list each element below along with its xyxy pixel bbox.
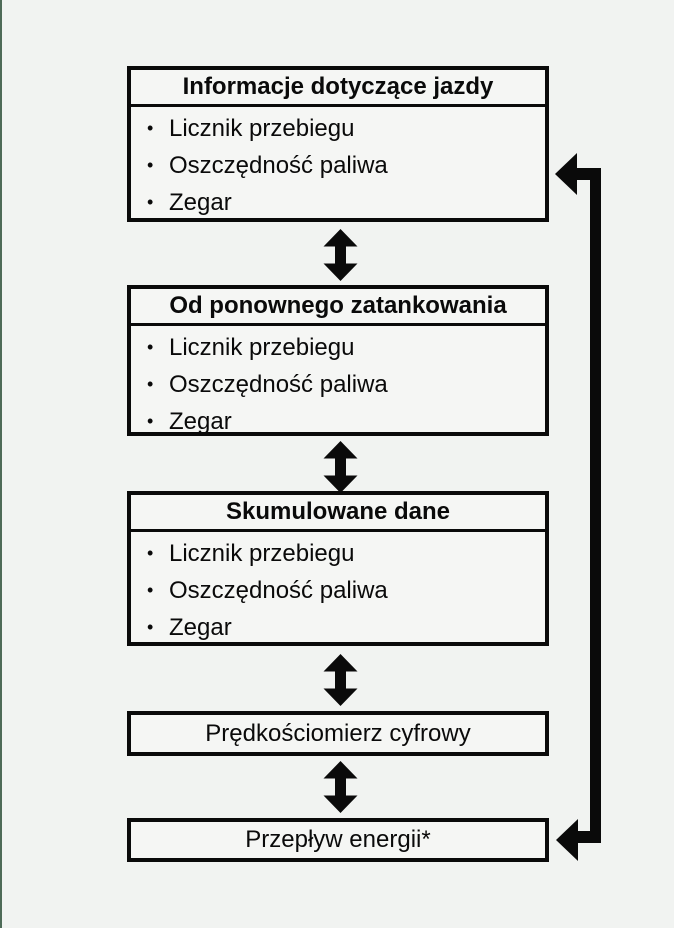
double-arrow-icon — [322, 654, 359, 706]
page-edge-line — [0, 0, 2, 928]
list-item-label: Zegar — [169, 408, 232, 435]
box-title: Informacje dotyczące jazdy — [131, 70, 545, 107]
list-item: • Oszczędność paliwa — [143, 366, 539, 403]
list-item: • Zegar — [143, 184, 539, 221]
double-arrow-icon — [322, 761, 359, 813]
list-item: • Zegar — [143, 403, 539, 440]
box-driving-information: Informacje dotyczące jazdy • Licznik prz… — [127, 66, 549, 222]
list-item-label: Licznik przebiegu — [169, 540, 355, 567]
box-energy-flow: Przepływ energii* — [127, 818, 549, 862]
list-item-label: Zegar — [169, 614, 232, 641]
list-item: • Oszczędność paliwa — [143, 147, 539, 184]
list-item: • Licznik przebiegu — [143, 329, 539, 366]
list-item-label: Oszczędność paliwa — [169, 577, 388, 604]
bullet-icon: • — [147, 118, 154, 138]
list-item-label: Oszczędność paliwa — [169, 152, 388, 179]
list-item-label: Oszczędność paliwa — [169, 371, 388, 398]
bullet-icon: • — [147, 337, 154, 357]
box-item-list: • Licznik przebiegu • Oszczędność paliwa… — [131, 326, 545, 440]
list-item: • Licznik przebiegu — [143, 110, 539, 147]
bullet-icon: • — [147, 192, 154, 212]
box-title: Prędkościomierz cyfrowy — [205, 719, 471, 747]
list-item-label: Licznik przebiegu — [169, 115, 355, 142]
box-item-list: • Licznik przebiegu • Oszczędność paliwa… — [131, 532, 545, 646]
box-since-refuelling: Od ponownego zatankowania • Licznik prze… — [127, 285, 549, 436]
bullet-icon: • — [147, 617, 154, 637]
box-digital-speedometer: Prędkościomierz cyfrowy — [127, 711, 549, 756]
bullet-icon: • — [147, 580, 154, 600]
bullet-icon: • — [147, 411, 154, 431]
double-arrow-icon — [322, 229, 359, 281]
list-item: • Oszczędność paliwa — [143, 572, 539, 609]
bullet-icon: • — [147, 155, 154, 175]
box-title: Od ponownego zatankowania — [131, 289, 545, 326]
box-title: Przepływ energii* — [245, 826, 431, 853]
box-title: Skumulowane dane — [131, 495, 545, 532]
box-item-list: • Licznik przebiegu • Oszczędność paliwa… — [131, 107, 545, 221]
bullet-icon: • — [147, 543, 154, 563]
bullet-icon: • — [147, 374, 154, 394]
list-item: • Licznik przebiegu — [143, 535, 539, 572]
list-item: • Zegar — [143, 609, 539, 646]
list-item-label: Zegar — [169, 189, 232, 216]
box-accumulated-data: Skumulowane dane • Licznik przebiegu • O… — [127, 491, 549, 646]
double-arrow-icon — [322, 441, 359, 493]
list-item-label: Licznik przebiegu — [169, 334, 355, 361]
